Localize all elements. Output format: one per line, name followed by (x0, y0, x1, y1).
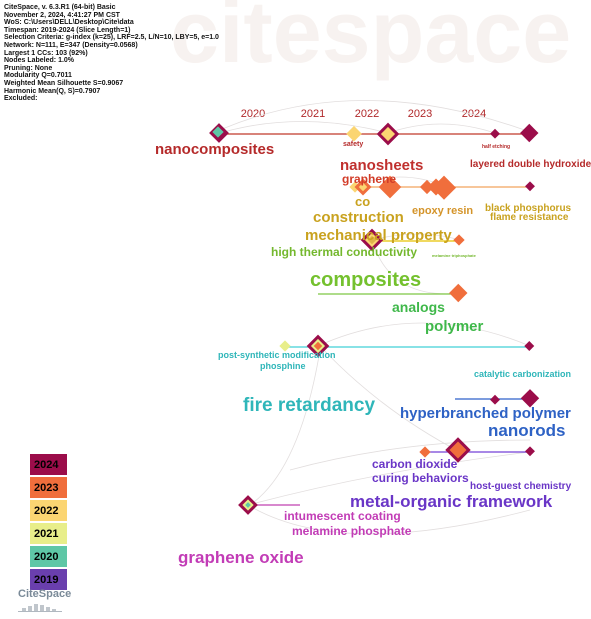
info-line: Largest 1 CCs: 103 (92%) (4, 49, 88, 57)
cluster-lines (220, 133, 530, 506)
info-line: November 2, 2024, 4:41:27 PM CST (4, 11, 120, 19)
link-arc (219, 121, 389, 134)
year-color-legend: 2024 2023 2022 2021 2020 2019 (30, 454, 67, 592)
legend-item-2019: 2019 (30, 569, 67, 590)
info-line: Selection Criteria: g-index (k=25), LRF=… (4, 34, 219, 42)
year-tick-2021: 2021 (301, 108, 325, 120)
node[interactable] (449, 283, 468, 303)
year-tick-2022: 2022 (355, 108, 379, 120)
info-line: Timespan: 2019-2024 (Slice Length=1) (4, 26, 131, 34)
label-hyperbranched-polymer[interactable]: hyperbranched polymer (400, 405, 571, 422)
info-line: Pruning: None (4, 64, 53, 72)
node[interactable] (306, 334, 330, 358)
year-tick-2023: 2023 (408, 108, 432, 120)
link-arc (317, 322, 531, 347)
label-catalytic-carbonization[interactable]: catalytic carbonization (474, 369, 571, 379)
label-epoxy-resin[interactable]: epoxy resin (412, 205, 473, 217)
label-metal-organic-framework[interactable]: metal-organic framework (350, 492, 553, 511)
node[interactable] (445, 437, 471, 463)
link-arc (371, 233, 461, 241)
legend-item-2020: 2020 (30, 546, 67, 567)
label-curing-behaviors[interactable]: curing behaviors (372, 471, 469, 485)
logo-bars-icon (18, 604, 62, 612)
legend-item-2023: 2023 (30, 477, 67, 498)
info-line: Harmonic Mean(Q, S)=0.7907 (4, 87, 101, 95)
label-high-thermal-conductivity[interactable]: high thermal conductivity (271, 245, 417, 259)
label-nanorods[interactable]: nanorods (488, 421, 565, 440)
link-arc (219, 100, 531, 133)
node[interactable] (419, 446, 431, 458)
label-carbon-dioxide[interactable]: carbon dioxide (372, 457, 458, 471)
info-line: Nodes Labeled: 1.0% (4, 57, 75, 65)
link-arc (387, 123, 496, 134)
link-arc (249, 349, 321, 506)
link-arc (247, 451, 531, 506)
citespace-logo: CiteSpace (18, 588, 72, 600)
keyword-labels: nanocomposites safety half etching layer… (155, 141, 591, 567)
label-intumescent-coating[interactable]: intumescent coating (284, 509, 401, 523)
label-melamine-phosphate[interactable]: melamine phosphate (292, 524, 412, 538)
label-construction[interactable]: construction (313, 209, 404, 226)
node[interactable] (490, 394, 500, 405)
nodes[interactable] (209, 122, 540, 515)
info-line: WoS: C:\Users\DELL\Desktop\Cite\data (4, 19, 134, 27)
label-safety[interactable]: safety (343, 141, 363, 148)
node[interactable] (419, 179, 435, 195)
node[interactable] (279, 340, 291, 352)
node[interactable] (520, 123, 539, 143)
label-layered-double-hydroxide[interactable]: layered double hydroxide (470, 159, 591, 170)
label-analogs[interactable]: analogs (392, 299, 445, 315)
label-melamine-triphosphate[interactable]: melamine triphosphate (432, 253, 477, 258)
legend-item-2021: 2021 (30, 523, 67, 544)
node[interactable] (524, 341, 535, 351)
link-arc (247, 504, 531, 535)
link-arc (319, 345, 461, 453)
label-fire-retardancy[interactable]: fire retardancy (243, 395, 375, 416)
label-composites[interactable]: composites (310, 269, 421, 291)
label-graphene-oxide[interactable]: graphene oxide (178, 548, 304, 567)
info-line: Modularity Q=0.7011 (4, 72, 72, 80)
analysis-info-panel: CiteSpace, v. 6.3.R1 (64-bit) Basic Nove… (4, 4, 219, 103)
label-host-guest-chemistry[interactable]: host-guest chemistry (470, 481, 572, 492)
year-tick-2020: 2020 (241, 108, 265, 120)
node[interactable] (453, 234, 465, 246)
label-phosphine[interactable]: phosphine (260, 361, 306, 371)
label-polymer[interactable]: polymer (425, 318, 484, 335)
node[interactable] (354, 178, 372, 196)
label-nanocomposites[interactable]: nanocomposites (155, 141, 274, 158)
link-arc (289, 439, 531, 471)
label-nanosheets[interactable]: nanosheets (340, 157, 423, 174)
info-line: Network: N=111, E=347 (Density=0.0568) (4, 41, 138, 49)
legend-item-2024: 2024 (30, 454, 67, 475)
node[interactable] (238, 495, 258, 515)
year-tick-2024: 2024 (462, 108, 486, 120)
node[interactable] (376, 122, 400, 146)
label-co[interactable]: co (355, 194, 370, 209)
node[interactable] (520, 389, 540, 408)
info-line: Weighted Mean Silhouette S=0.9067 (4, 79, 124, 87)
link-arcs (219, 100, 531, 535)
node[interactable] (525, 446, 535, 457)
info-line: Excluded: (4, 95, 38, 103)
label-flame-resistance[interactable]: flame resistance (490, 212, 569, 223)
label-post-synthetic-modification[interactable]: post-synthetic modification (218, 350, 336, 360)
label-graphene[interactable]: graphene (342, 172, 396, 186)
label-mechanical-property[interactable]: mechanical property (305, 227, 452, 244)
watermark-text: citespace (170, 0, 571, 81)
info-line: CiteSpace, v. 6.3.R1 (64-bit) Basic (4, 4, 116, 11)
node[interactable] (209, 123, 229, 143)
node[interactable] (525, 181, 535, 192)
year-axis: 2020 2021 2022 2023 2024 (241, 108, 486, 120)
label-black-phosphorus[interactable]: black phosphorus (485, 203, 572, 214)
node[interactable] (490, 128, 500, 139)
node[interactable] (346, 125, 362, 142)
legend-item-2022: 2022 (30, 500, 67, 521)
label-half-etching[interactable]: half etching (482, 144, 510, 150)
node[interactable] (431, 175, 457, 200)
